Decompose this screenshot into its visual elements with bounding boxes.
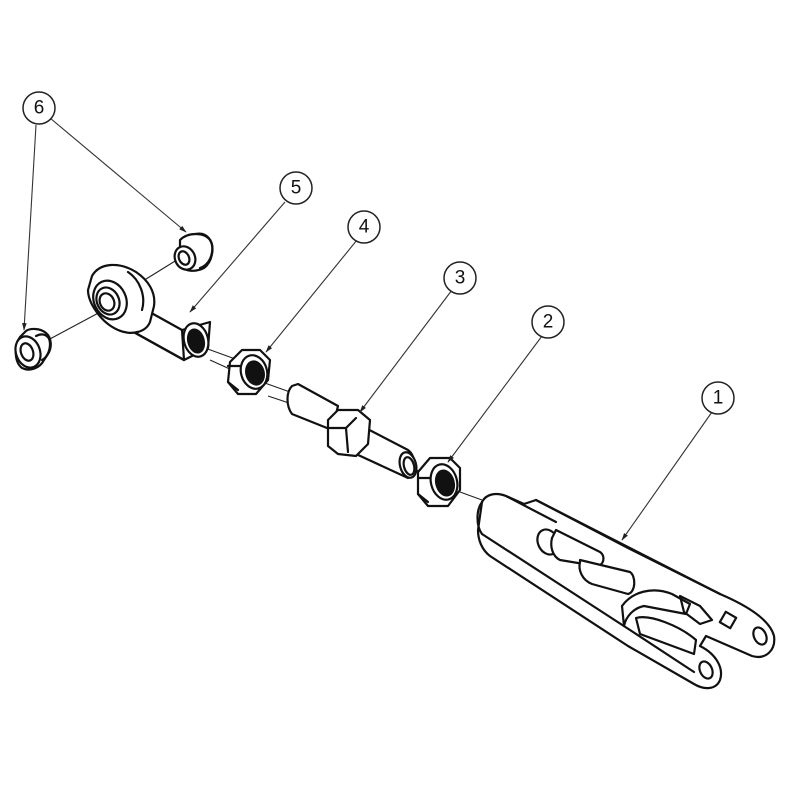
leader-lines	[22, 117, 713, 541]
balloon-1-number: 1	[713, 388, 724, 409]
balloon-3-number: 3	[455, 268, 466, 289]
balloon-5: 5	[279, 171, 313, 205]
balloon-3: 3	[443, 261, 477, 295]
hex-nut-left	[226, 348, 272, 396]
balloon-5-number: 5	[291, 178, 302, 199]
balloon-4-number: 4	[359, 217, 370, 238]
spacer-bushing-upper	[173, 232, 214, 272]
balloon-6: 6	[22, 91, 56, 125]
balloon-1: 1	[701, 381, 735, 415]
balloon-4: 4	[347, 210, 381, 244]
balloon-6-number: 6	[34, 98, 45, 119]
rod-end-bearing	[86, 263, 212, 362]
threaded-adjuster-stud	[286, 382, 418, 480]
balloon-2: 2	[531, 305, 565, 339]
balloon-2-number: 2	[543, 312, 554, 333]
clevis-arm	[476, 492, 776, 690]
spacer-bushing-lower	[14, 327, 52, 371]
hex-nut-right	[416, 456, 462, 508]
